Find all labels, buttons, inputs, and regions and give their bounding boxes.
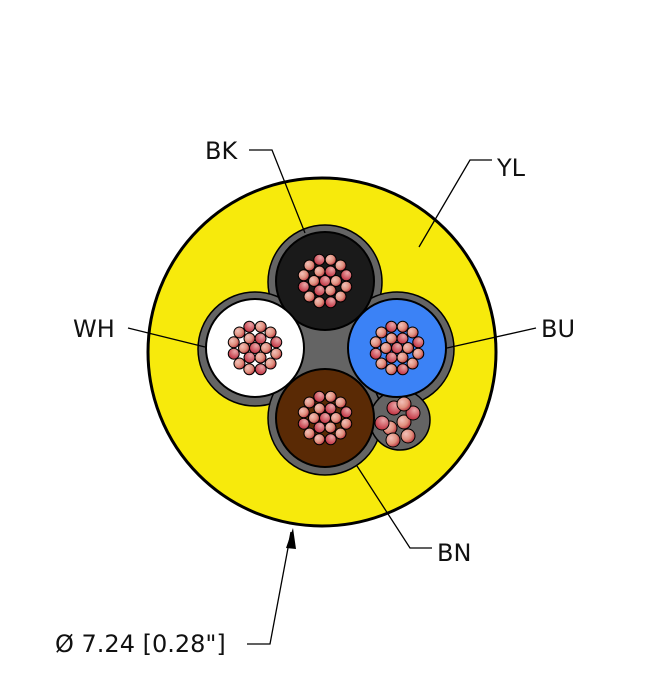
leader-bk: [249, 149, 306, 234]
leader-dimension: [247, 531, 292, 645]
copper-strand: [396, 414, 412, 430]
copper-strand: [385, 351, 398, 364]
copper-strand: [402, 342, 414, 354]
copper-strand: [340, 417, 353, 430]
leader-wh: [127, 327, 206, 348]
copper-strand: [396, 320, 409, 333]
copper-strand: [396, 332, 409, 345]
leader-bn: [356, 465, 432, 549]
copper-strand: [375, 326, 388, 339]
copper-strand: [330, 412, 342, 424]
copper-strand: [412, 336, 425, 349]
copper-strand: [243, 332, 256, 345]
copper-strand: [313, 284, 326, 297]
copper-strand: [313, 433, 326, 446]
copper-strand: [406, 326, 419, 339]
copper-strand: [340, 269, 353, 282]
copper-strand: [227, 347, 240, 360]
copper-strand: [375, 357, 388, 370]
copper-strand: [227, 336, 240, 349]
copper-strand: [303, 396, 316, 409]
copper-strand: [385, 332, 398, 345]
copper-strand: [313, 296, 326, 309]
copper-strand: [264, 326, 277, 339]
copper-strand: [374, 415, 390, 431]
copper-strand: [340, 280, 353, 293]
copper-strand: [254, 363, 267, 376]
copper-strand: [324, 402, 337, 415]
label-yl: YL: [496, 154, 526, 182]
copper-strand: [297, 417, 310, 430]
copper-strand: [412, 347, 425, 360]
copper-strand: [313, 402, 326, 415]
copper-strand: [254, 320, 267, 333]
copper-strand: [334, 396, 347, 409]
copper-strand: [396, 363, 409, 376]
copper-strand: [297, 406, 310, 419]
dimension-arrowhead: [286, 528, 296, 549]
leader-lines: [127, 149, 537, 645]
copper-strand: [324, 433, 337, 446]
copper-strand: [324, 284, 337, 297]
copper-strand: [369, 347, 382, 360]
copper-strand: [400, 428, 416, 444]
copper-strand: [243, 351, 256, 364]
copper-strand: [243, 363, 256, 376]
copper-strands: [227, 253, 425, 448]
copper-strand: [313, 265, 326, 278]
copper-strand: [334, 290, 347, 303]
copper-strand: [396, 351, 409, 364]
copper-strand: [324, 296, 337, 309]
copper-strand: [297, 280, 310, 293]
copper-strand: [233, 357, 246, 370]
copper-strand: [264, 357, 277, 370]
copper-strand: [324, 390, 337, 403]
copper-strand: [396, 396, 412, 412]
copper-strand: [334, 259, 347, 272]
copper-strand: [308, 275, 320, 287]
copper-strand: [330, 275, 342, 287]
copper-strand: [324, 253, 337, 266]
copper-strand: [406, 357, 419, 370]
copper-strand: [297, 269, 310, 282]
copper-strand: [313, 390, 326, 403]
copper-strand: [340, 406, 353, 419]
copper-strand: [270, 347, 283, 360]
label-bu: BU: [541, 315, 575, 343]
copper-strand: [324, 265, 337, 278]
label-wh: WH: [73, 315, 115, 343]
copper-strand: [385, 320, 398, 333]
copper-strand: [303, 290, 316, 303]
copper-strand: [270, 336, 283, 349]
copper-strand: [254, 351, 267, 364]
copper-strand: [334, 427, 347, 440]
label-bk: BK: [205, 137, 238, 165]
copper-strand: [405, 405, 421, 421]
copper-strand: [308, 412, 320, 424]
label-bn: BN: [437, 539, 471, 567]
copper-strand: [243, 320, 256, 333]
copper-strand: [254, 332, 267, 345]
copper-strand: [233, 326, 246, 339]
copper-strand: [369, 336, 382, 349]
copper-strand: [324, 421, 337, 434]
copper-strand: [238, 342, 250, 354]
leader-bu: [446, 327, 537, 349]
copper-strand: [260, 342, 272, 354]
dimension-label: Ø 7.24 [0.28"]: [55, 630, 226, 658]
copper-strand: [303, 427, 316, 440]
leader-yl: [418, 159, 492, 248]
copper-strand: [313, 253, 326, 266]
copper-strand: [313, 421, 326, 434]
copper-strand: [385, 432, 401, 448]
copper-strand: [385, 363, 398, 376]
copper-strand: [303, 259, 316, 272]
copper-strand: [380, 342, 392, 354]
